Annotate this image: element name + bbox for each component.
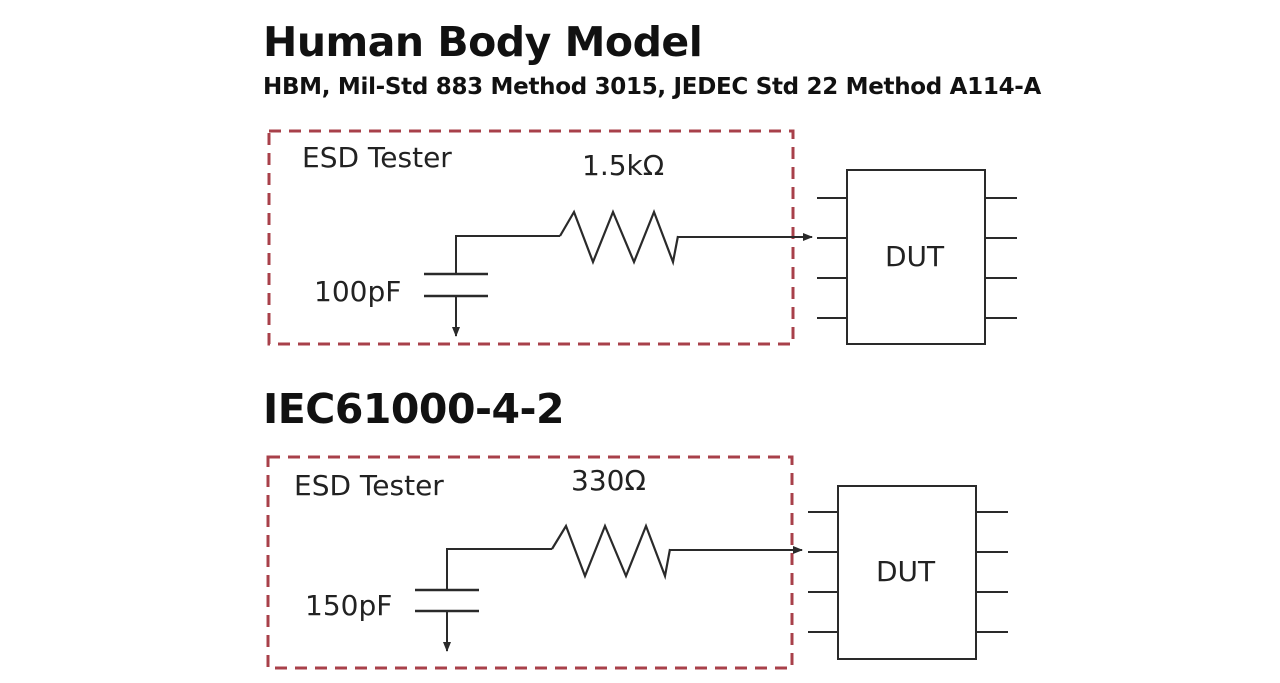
hbm-title: Human Body Model bbox=[263, 18, 703, 66]
iec-circuit-wires bbox=[446, 548, 552, 590]
hbm-capacitor bbox=[424, 272, 488, 298]
iec-capacitor-value: 150pF bbox=[305, 589, 393, 622]
hbm-dut-pins bbox=[817, 197, 1017, 319]
hbm-dut-label: DUT bbox=[885, 240, 945, 273]
iec-capacitor bbox=[415, 588, 479, 613]
hbm-circuit-wires bbox=[455, 235, 560, 274]
hbm-subtitle: HBM, Mil-Std 883 Method 3015, JEDEC Std … bbox=[263, 74, 1042, 100]
iec-dut-pins bbox=[808, 511, 1008, 633]
iec-tester-label: ESD Tester bbox=[294, 469, 444, 502]
iec-dut-label: DUT bbox=[876, 555, 936, 588]
hbm-dut-box bbox=[846, 169, 986, 345]
iec-dut-box bbox=[837, 485, 977, 660]
iec-resistor-value: 330Ω bbox=[571, 464, 646, 497]
iec-resistor bbox=[551, 522, 672, 581]
hbm-resistor bbox=[559, 208, 680, 267]
hbm-tester-label: ESD Tester bbox=[302, 141, 452, 174]
hbm-capacitor-value: 100pF bbox=[314, 275, 402, 308]
iec-tester-box bbox=[266, 455, 794, 670]
iec-title: IEC61000-4-2 bbox=[263, 385, 565, 433]
hbm-resistor-value: 1.5kΩ bbox=[582, 149, 665, 182]
